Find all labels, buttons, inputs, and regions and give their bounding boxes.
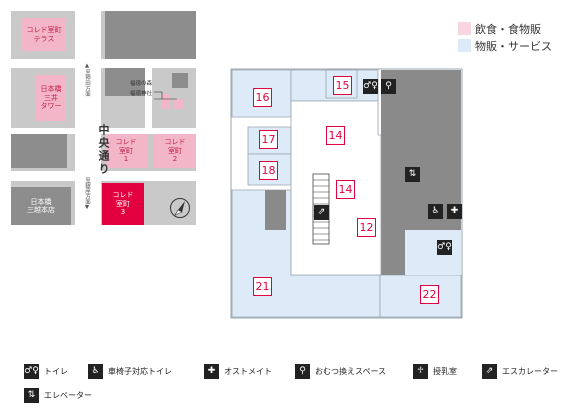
elevator-icon[interactable]: ⇅ [405, 167, 420, 182]
building-block-top-right [105, 11, 196, 59]
diaper-changing-icon: ⚲ [295, 364, 310, 379]
legend-restroom-label: トイレ [44, 367, 68, 376]
legend-ostomate: ✚ オストメイト [204, 364, 272, 379]
street-label-avenue: 中央通り [97, 124, 110, 176]
legend-elevator: ⇅ エレベーター [24, 388, 92, 403]
building-coredo-terrace-label: コレド室町 テラス [26, 26, 62, 43]
legend-goods-swatch [458, 39, 471, 52]
building-coredo-1: コレド 室町 1 [105, 134, 147, 168]
compass-icon [170, 198, 190, 218]
escalator-icon: ⇗ [482, 364, 497, 379]
service-area-left [265, 190, 286, 230]
street-label-upper: ▲至神田方面 [84, 63, 90, 97]
building-shrine-annex-1 [161, 94, 170, 109]
road-upper [11, 59, 196, 68]
ostomate-icon[interactable]: ✚ [447, 204, 462, 219]
building-mitsukoshi: 日本橋 三越本店 [11, 187, 71, 225]
legend-restroom: ♂♀ トイレ [24, 364, 68, 379]
restroom-icon[interactable]: ♂♀ [437, 240, 452, 255]
legend-diaper-label: おむつ換えスペース [315, 367, 387, 376]
wheelchair-icon: ♿ [88, 364, 103, 379]
building-shrine-annex-2 [174, 99, 183, 109]
store-label-16[interactable]: 16 [253, 88, 272, 107]
legend-nursing: ♱ 授乳室 [413, 364, 457, 379]
elevator-icon: ⇅ [24, 388, 39, 403]
store-label-21[interactable]: 21 [253, 277, 272, 296]
service-area-right-lower [405, 230, 461, 275]
legend-elevator-label: エレベーター [44, 391, 92, 400]
legend-goods-label: 物販・サービス [475, 39, 552, 53]
restroom-icon[interactable]: ♂♀ [363, 79, 378, 94]
store-label-15[interactable]: 15 [333, 76, 352, 95]
legend-diaper: ⚲ おむつ換えスペース [295, 364, 386, 379]
building-coredo-2-label: コレド 室町 2 [164, 138, 186, 164]
street-label-lower: 至銀座方面▼ [84, 177, 90, 211]
area-map: コレド室町 テラス 日本橋 三井 タワー コレド 室町 1 コレド 室町 2 日… [11, 11, 196, 225]
store-label-14-lower[interactable]: 14 [336, 180, 355, 199]
building-coredo-3: コレド 室町 3 [102, 183, 144, 225]
road-middle [11, 128, 196, 134]
shrine-label-shrine: 福徳神社 [130, 91, 153, 97]
building-mitsui-tower: 日本橋 三井 タワー [36, 75, 66, 121]
escalator-icon[interactable]: ⇗ [314, 205, 329, 220]
color-legend: 飲食・食物販 物販・サービス [458, 20, 552, 54]
legend-wheelchair-label: 車椅子対応トイレ [108, 367, 172, 376]
store-label-22[interactable]: 22 [420, 285, 439, 304]
shrine-label-forest: 福徳の森 [130, 81, 153, 87]
wheelchair-icon[interactable]: ♿ [428, 204, 443, 219]
shrine-leader-lines [154, 91, 177, 100]
store-label-12[interactable]: 12 [357, 218, 376, 237]
legend-food-swatch [458, 22, 471, 35]
store-label-18[interactable]: 18 [259, 161, 278, 180]
road-shrine [145, 68, 152, 128]
legend-ostomate-label: オストメイト [224, 367, 272, 376]
store-label-17[interactable]: 17 [259, 130, 278, 149]
legend-escalator-label: エスカレーター [502, 367, 558, 376]
restroom-icon: ♂♀ [24, 364, 39, 379]
legend-nursing-label: 授乳室 [433, 367, 457, 376]
road-vertical [75, 11, 101, 225]
building-coredo-2: コレド 室町 2 [154, 134, 196, 168]
building-coredo-terrace: コレド室町 テラス [22, 18, 66, 51]
building-coredo-1-label: コレド 室町 1 [115, 138, 137, 164]
legend-food: 飲食・食物販 [458, 20, 552, 37]
diaper-changing-icon[interactable]: ⚲ [381, 79, 396, 94]
legend-food-label: 飲食・食物販 [475, 22, 541, 36]
building-mitsukoshi-label: 日本橋 三越本店 [27, 197, 55, 215]
ostomate-icon: ✚ [204, 364, 219, 379]
legend-goods: 物販・サービス [458, 37, 552, 54]
road-lower [11, 171, 196, 181]
legend-escalator: ⇗ エスカレーター [482, 364, 558, 379]
building-block-mid-left [11, 134, 67, 168]
nursing-room-icon: ♱ [413, 364, 428, 379]
building-mitsui-tower-label: 日本橋 三井 タワー [40, 85, 62, 111]
legend-wheelchair: ♿ 車椅子対応トイレ [88, 364, 172, 379]
service-area-right [381, 70, 461, 275]
store-label-14-upper[interactable]: 14 [326, 126, 345, 145]
building-block-shrine-right [172, 73, 188, 88]
building-block-mid [105, 68, 145, 96]
building-coredo-3-label: コレド 室町 3 [112, 191, 134, 217]
